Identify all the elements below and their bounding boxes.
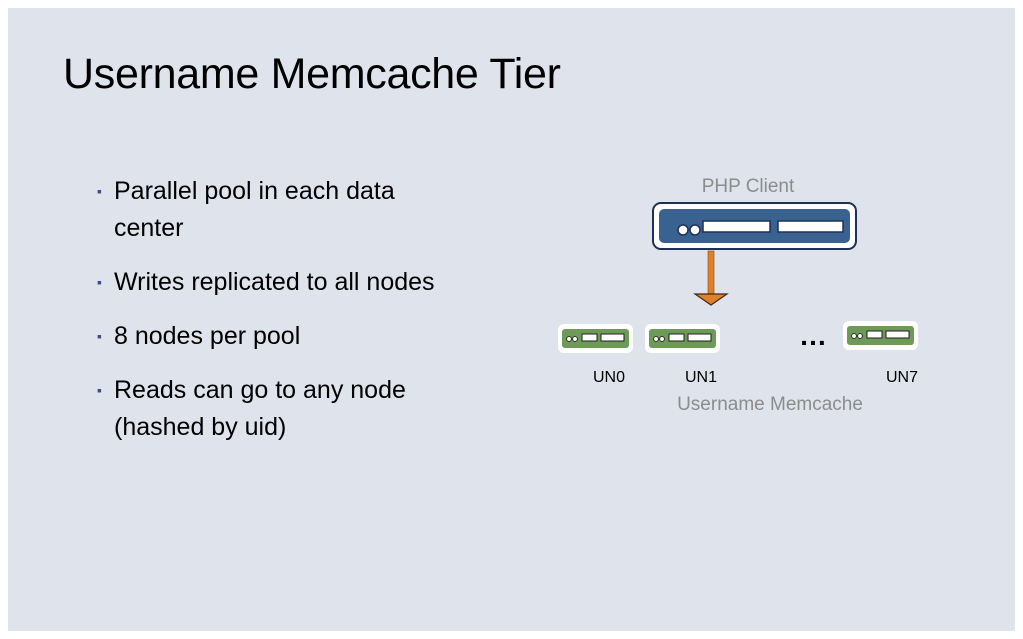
architecture-diagram: PHP Client UN0 — [558, 176, 918, 415]
bullet-text: 8 nodes per pool — [114, 322, 301, 350]
bullet-item: ▪ Writes replicated to all nodes — [94, 264, 514, 301]
username-memcache-label: Username Memcache — [677, 394, 863, 415]
bullet-text: Reads can go to any node (hashed by uid) — [114, 376, 406, 441]
bullet-item: ▪ Parallel pool in each data center — [94, 173, 454, 247]
node-label-un1: UN1 — [685, 369, 717, 386]
node-label-un7: UN7 — [886, 369, 918, 386]
php-client-label: PHP Client — [702, 176, 795, 197]
bullet-item: ▪ Reads can go to any node (hashed by ui… — [94, 372, 454, 446]
php-client-server-icon — [652, 202, 857, 250]
node-label-un0: UN0 — [593, 369, 625, 386]
memcache-node-un1-server-icon — [645, 324, 720, 353]
memcache-node-un7-server-icon — [843, 321, 918, 350]
bullet-marker-icon: ▪ — [97, 274, 102, 290]
slide: Username Memcache Tier ▪ Parallel pool i… — [8, 8, 1015, 631]
slide-title: Username Memcache Tier — [63, 50, 561, 98]
bullet-marker-icon: ▪ — [97, 382, 102, 398]
bullet-text: Writes replicated to all nodes — [114, 268, 435, 296]
bullet-text: Parallel pool in each data center — [114, 177, 395, 242]
bullet-item: ▪ 8 nodes per pool — [94, 318, 514, 355]
bullet-marker-icon: ▪ — [97, 328, 102, 344]
memcache-node-un0-server-icon — [558, 324, 633, 353]
bullet-marker-icon: ▪ — [97, 183, 102, 199]
down-arrow-icon — [693, 250, 729, 306]
bullet-list: ▪ Parallel pool in each data center ▪ Wr… — [94, 173, 514, 463]
ellipsis-text: … — [799, 320, 827, 351]
